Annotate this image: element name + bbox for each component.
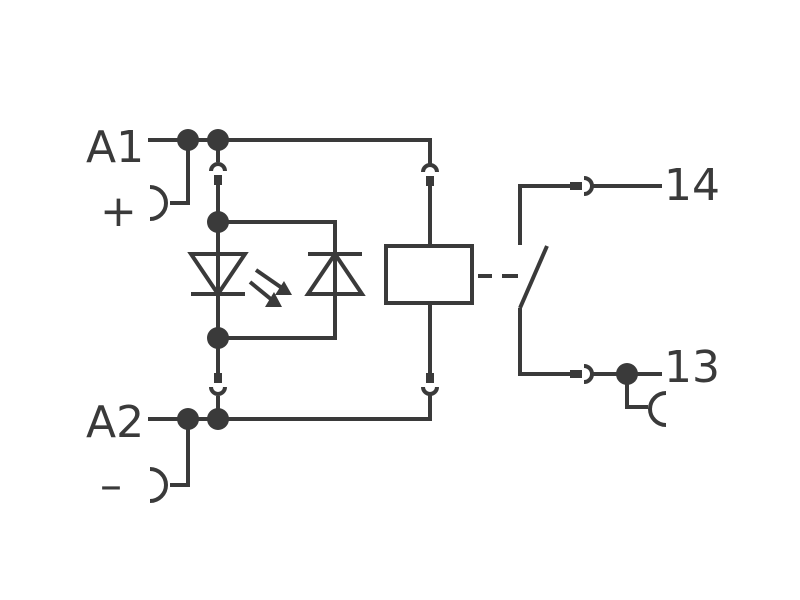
label-a1: A1 <box>86 122 144 173</box>
terminal-14-connector <box>570 176 662 196</box>
junction-dot <box>207 327 229 349</box>
plug-connector-coil-bottom-icon <box>421 373 439 396</box>
minus-socket-icon <box>149 467 168 503</box>
label-a2: A2 <box>86 397 144 448</box>
terminal-13-socket-icon <box>648 391 667 427</box>
label-14: 14 <box>664 160 720 211</box>
label-plus: + <box>100 186 137 237</box>
plug-connector-left-top-icon <box>209 162 227 185</box>
junction-dot <box>177 408 199 430</box>
protection-diode-icon <box>304 250 366 296</box>
junction-dot <box>207 129 229 151</box>
label-13: 13 <box>664 342 720 393</box>
led-icon <box>187 252 292 307</box>
relay-coil-icon <box>384 186 474 373</box>
junction-dot <box>207 211 229 233</box>
junction-dot <box>616 363 638 385</box>
junction-dot <box>177 129 199 151</box>
junction-dots <box>177 129 638 430</box>
plus-socket-icon <box>149 185 168 221</box>
plug-connector-left-bottom-icon <box>209 373 227 396</box>
relay-contact <box>518 184 570 376</box>
label-minus: – <box>100 460 122 511</box>
plug-connector-coil-top-icon <box>421 163 439 186</box>
junction-dot <box>207 408 229 430</box>
